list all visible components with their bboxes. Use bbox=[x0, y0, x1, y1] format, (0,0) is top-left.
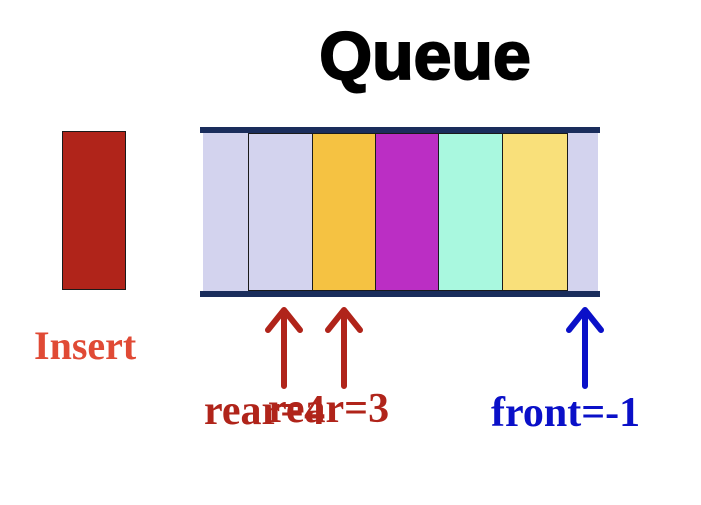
front-arrow-icon bbox=[566, 307, 604, 389]
queue-bottom-rail bbox=[200, 291, 600, 297]
queue-cell bbox=[438, 133, 503, 291]
queue-cell bbox=[375, 133, 439, 291]
rear-new-arrow-icon bbox=[325, 307, 363, 389]
front-label: front=-1 bbox=[491, 390, 641, 436]
rear-new-label: rear=3 bbox=[268, 386, 390, 432]
diagram-title: Queue bbox=[318, 18, 532, 94]
queue-top-rail bbox=[200, 127, 600, 133]
rear-old-arrow-icon bbox=[265, 307, 303, 389]
queue-cell bbox=[502, 133, 568, 291]
insert-label: Insert bbox=[34, 323, 137, 368]
insert-element-block bbox=[62, 131, 126, 290]
rear-old-label: rear=4 bbox=[204, 388, 326, 434]
queue-cell bbox=[312, 133, 376, 291]
queue-cell bbox=[248, 133, 313, 291]
